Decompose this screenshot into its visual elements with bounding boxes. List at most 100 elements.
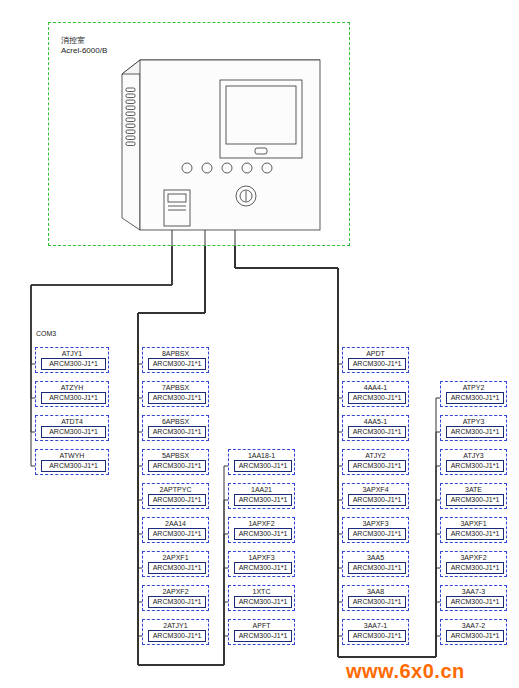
circuit-name: 2APXF1 [145, 553, 206, 562]
bus-connector [138, 246, 228, 665]
circuit-name: 3APXF1 [443, 519, 504, 528]
meter-model: ARCM300-J1*1 [148, 392, 206, 404]
vent-slot [126, 106, 135, 110]
bus-connector [138, 246, 228, 665]
meter-model: ARCM300-J1*1 [446, 494, 504, 506]
knob [182, 163, 192, 173]
meter-model: ARCM300-J1*1 [41, 392, 106, 404]
circuit-name: 3ATE [443, 485, 504, 494]
meter-box: 6APBSXARCM300-J1*1 [142, 415, 209, 441]
circuit-name: APFT [231, 621, 292, 630]
meter-model: ARCM300-J1*1 [148, 562, 206, 574]
knob [262, 163, 272, 173]
circuit-name: 1XTC [231, 587, 292, 596]
circuit-name: 5APBSX [145, 451, 206, 460]
meter-model: ARCM300-J1*1 [446, 596, 504, 608]
vent-slot [126, 88, 135, 92]
meter-box: ATJY3ARCM300-J1*1 [440, 449, 507, 475]
meter-model: ARCM300-J1*1 [234, 494, 292, 506]
circuit-name: 3APXF3 [345, 519, 406, 528]
vent-slot [126, 94, 135, 98]
bus-connector [138, 246, 228, 665]
meter-model: ARCM300-J1*1 [234, 596, 292, 608]
knob [202, 163, 212, 173]
key-switch [236, 186, 256, 206]
vent-slot [126, 130, 135, 134]
cabinet [122, 60, 320, 230]
meter-box: 1AA18-1ARCM300-J1*1 [228, 449, 295, 475]
circuit-name: 8APBSX [145, 349, 206, 358]
meter-model: ARCM300-J1*1 [446, 528, 504, 540]
circuit-name: 1AA18-1 [231, 451, 292, 460]
bus-drop [205, 230, 206, 246]
circuit-name: ATJY3 [443, 451, 504, 460]
meter-model: ARCM300-J1*1 [446, 630, 504, 642]
circuit-name: 6APBSX [145, 417, 206, 426]
meter-model: ARCM300-J1*1 [148, 460, 206, 472]
circuit-name: 2ATJY1 [145, 621, 206, 630]
meter-model: ARCM300-J1*1 [348, 392, 406, 404]
meter-box: APFTARCM300-J1*1 [228, 619, 295, 645]
bus-connector [235, 246, 342, 398]
bus-connector [138, 246, 205, 398]
meter-model: ARCM300-J1*1 [148, 494, 206, 506]
meter-model: ARCM300-J1*1 [446, 426, 504, 438]
screen [226, 86, 296, 144]
meter-box: 1XTCARCM300-J1*1 [228, 585, 295, 611]
meter-box: 3AA5ARCM300-J1*1 [342, 551, 409, 577]
meter-box: 5APBSXARCM300-J1*1 [142, 449, 209, 475]
meter-model: ARCM300-J1*1 [348, 528, 406, 540]
meter-box: 2AA14ARCM300-J1*1 [142, 517, 209, 543]
circuit-name: 3AA8 [345, 587, 406, 596]
circuit-name: 4AA4-1 [345, 383, 406, 392]
bus-connector [31, 246, 172, 398]
meter-box: 2APTPYCARCM300-J1*1 [142, 483, 209, 509]
cabinet-front [140, 60, 320, 230]
meter-box: 3AA7-3ARCM300-J1*1 [440, 585, 507, 611]
meter-box: 3APXF3ARCM300-J1*1 [342, 517, 409, 543]
circuit-name: 3AA7-2 [443, 621, 504, 630]
meter-box: 3APXF1ARCM300-J1*1 [440, 517, 507, 543]
bus-connector [138, 246, 205, 636]
meter-box: 2ATJY1ARCM300-J1*1 [142, 619, 209, 645]
meter-model: ARCM300-J1*1 [348, 596, 406, 608]
vent-slot [126, 124, 135, 128]
circuit-name: ATJY1 [38, 349, 106, 358]
meter-box: ATPY3ARCM300-J1*1 [440, 415, 507, 441]
knob [222, 163, 232, 173]
circuit-name: 3AA5 [345, 553, 406, 562]
watermark: www.6x0.cn [346, 660, 465, 683]
meter-model: ARCM300-J1*1 [234, 460, 292, 472]
meter-model: ARCM300-J1*1 [348, 494, 406, 506]
circuit-name: 3AA7-3 [443, 587, 504, 596]
meter-model: ARCM300-J1*1 [348, 562, 406, 574]
meter-box: 7APBSXARCM300-J1*1 [142, 381, 209, 407]
circuit-name: 2APXF2 [145, 587, 206, 596]
meter-model: ARCM300-J1*1 [148, 596, 206, 608]
circuit-name: 1AA21 [231, 485, 292, 494]
meter-box: 3APXF4ARCM300-J1*1 [342, 483, 409, 509]
circuit-name: 1APXF3 [231, 553, 292, 562]
meter-model: ARCM300-J1*1 [148, 630, 206, 642]
meter-box: 2APXF2ARCM300-J1*1 [142, 585, 209, 611]
meter-model: ARCM300-J1*1 [234, 528, 292, 540]
circuit-name: 2APTPYC [145, 485, 206, 494]
meter-model: ARCM300-J1*1 [446, 392, 504, 404]
meter-box: ATDT4ARCM300-J1*1 [35, 415, 109, 441]
vent-slot [126, 100, 135, 104]
bus-port-label: COM3 [36, 329, 56, 338]
key-switch-core [240, 190, 252, 202]
meter-box: ATJY1ARCM300-J1*1 [35, 347, 109, 373]
meter-model: ARCM300-J1*1 [41, 460, 106, 472]
meter-box: ATWYHARCM300-J1*1 [35, 449, 109, 475]
meter-model: ARCM300-J1*1 [446, 562, 504, 574]
circuit-name: ATPY3 [443, 417, 504, 426]
vent-slot [126, 118, 135, 122]
meter-box: ATPY2ARCM300-J1*1 [440, 381, 507, 407]
circuit-name: 7APBSX [145, 383, 206, 392]
meter-model: ARCM300-J1*1 [348, 358, 406, 370]
meter-model: ARCM300-J1*1 [348, 426, 406, 438]
meter-box: 4AA4-1ARCM300-J1*1 [342, 381, 409, 407]
control-room-region: 消控室Acrel-6000/B [48, 22, 350, 246]
bus-connector [235, 246, 342, 466]
